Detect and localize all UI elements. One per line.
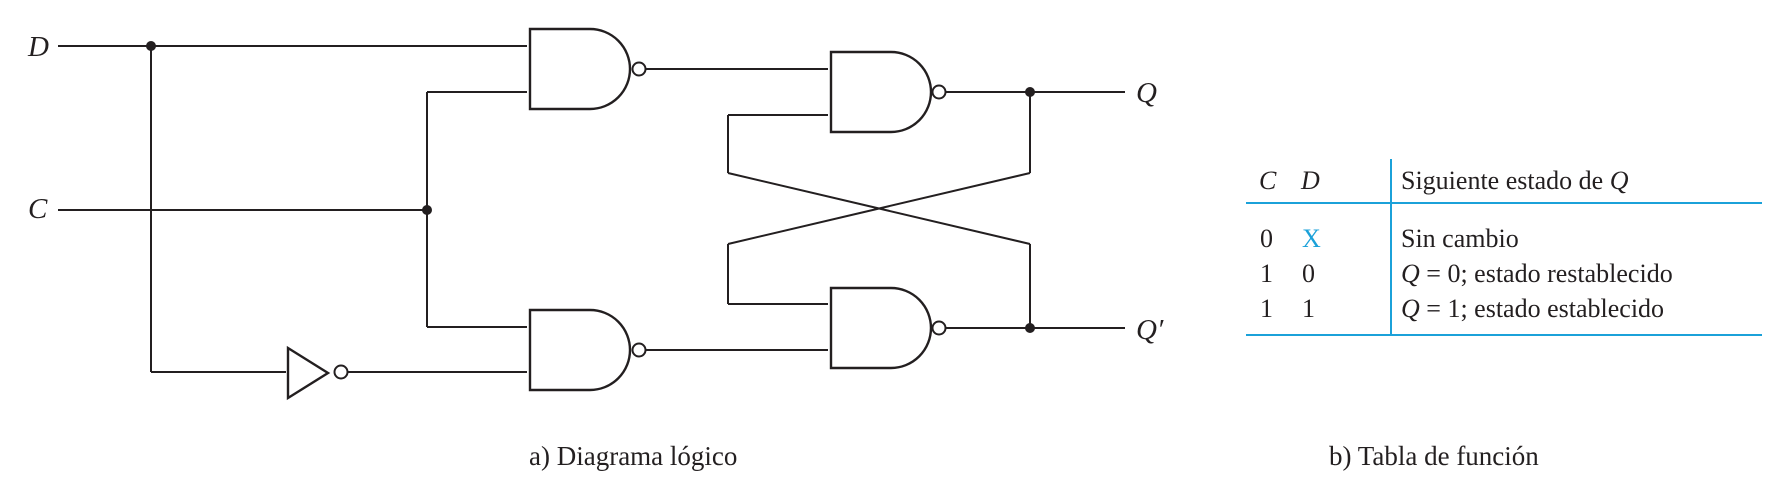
row-1-state: Sin cambio <box>1401 224 1519 253</box>
nand-gate-1 <box>528 27 647 111</box>
table-caption: b) Tabla de función <box>1329 441 1539 471</box>
nand-gate-2 <box>528 308 647 392</box>
table-row: 1 1 Q = 1; estado establecido <box>1260 294 1664 323</box>
header-c: C <box>1259 166 1277 195</box>
table-row: 1 0 Q = 0; estado restablecido <box>1260 259 1673 288</box>
diagram-caption: a) Diagrama lógico <box>529 441 737 471</box>
output-qnot-label: Q′ <box>1136 314 1164 346</box>
header-d: D <box>1300 166 1320 195</box>
row-1-d: X <box>1302 224 1321 253</box>
junction-d <box>146 41 156 51</box>
row-3-d: 1 <box>1302 294 1315 323</box>
row-3-c: 1 <box>1260 294 1273 323</box>
junction-q <box>1025 87 1035 97</box>
row-1-c: 0 <box>1260 224 1273 253</box>
input-c-label: C <box>28 193 48 225</box>
output-q-label: Q <box>1136 77 1157 109</box>
wire-cross-qnot-to-g3 <box>727 172 1031 245</box>
header-next-state: Siguiente estado de Q <box>1401 166 1629 195</box>
table-row: 0 X Sin cambio <box>1260 224 1519 253</box>
row-3-state: Q = 1; estado establecido <box>1401 294 1664 323</box>
logic-diagram: D C <box>27 27 1164 471</box>
nand-gate-4 <box>829 286 947 370</box>
header-next-state-var: Q <box>1610 166 1629 195</box>
nand-gate-3 <box>829 50 947 134</box>
junction-qnot <box>1025 323 1035 333</box>
row-2-state: Q = 0; estado restablecido <box>1401 259 1673 288</box>
inverter-gate <box>286 345 349 401</box>
input-d-label: D <box>27 31 49 63</box>
function-table: C D Siguiente estado de Q 0 X Sin cambio… <box>1246 159 1762 471</box>
row-2-c: 1 <box>1260 259 1273 288</box>
row-2-d: 0 <box>1302 259 1315 288</box>
junction-c <box>422 205 432 215</box>
